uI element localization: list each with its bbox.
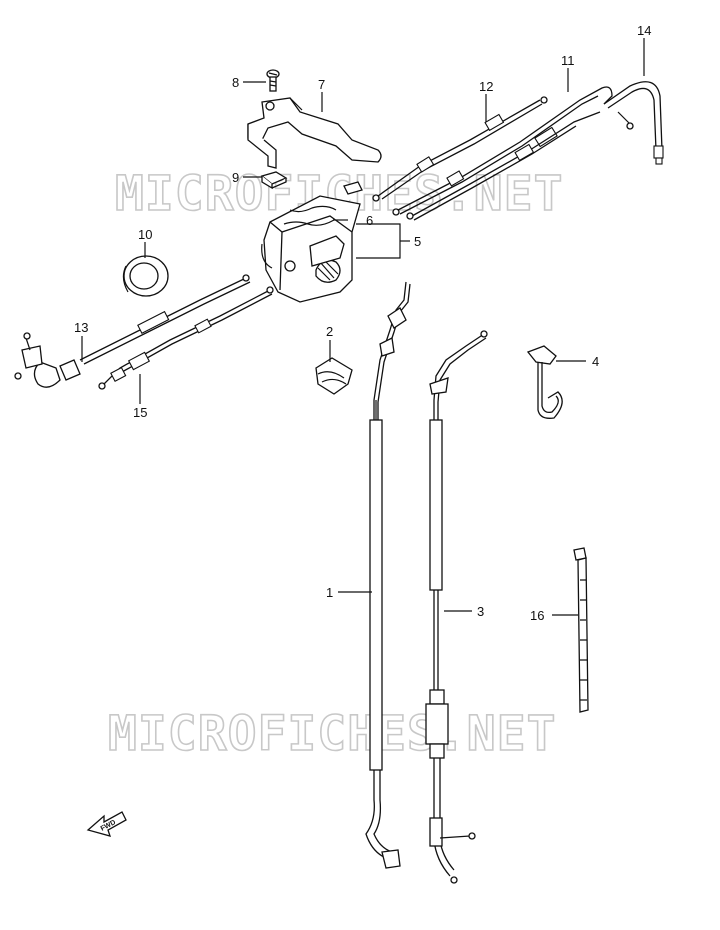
forward-direction-arrow-icon: FWD (86, 811, 127, 837)
hook-bracket-part-4 (526, 345, 563, 419)
part-number-15: 15 (133, 405, 147, 420)
part-number-10: 10 (138, 227, 152, 242)
cable-part-15 (98, 286, 274, 390)
part-number-9: 9 (232, 170, 239, 185)
watermark-bottom: MICROFICHES.NET (108, 706, 556, 762)
leader-lines (81, 38, 645, 616)
clip-part-9 (260, 171, 288, 190)
cable-part-11 (392, 86, 613, 216)
cable-part-14 (603, 81, 664, 165)
cable-part-1 (365, 281, 411, 869)
part-number-11: 11 (561, 53, 575, 68)
cable-part-13 (14, 274, 251, 388)
part-number-16: 16 (530, 608, 544, 623)
cable-pair-lower (406, 111, 601, 221)
cable-part-3 (425, 330, 488, 884)
watermark-top: MICROFICHES.NET (115, 166, 563, 222)
part-number-7: 7 (318, 77, 325, 92)
part-number-1: 1 (326, 585, 333, 600)
screw-part-8 (266, 69, 280, 92)
cable-tie-part-16 (573, 547, 589, 713)
part-number-3: 3 (477, 604, 484, 619)
part-number-2: 2 (326, 324, 333, 339)
cable-part-12 (372, 96, 548, 202)
part-number-13: 13 (74, 320, 88, 335)
part-number-5: 5 (414, 234, 421, 249)
part-number-12: 12 (479, 79, 493, 94)
grommet-part-2 (315, 357, 353, 395)
bracket-part-7 (247, 97, 382, 169)
cap-part-6 (343, 181, 363, 195)
part-number-14: 14 (637, 23, 651, 38)
part-number-6: 6 (366, 213, 373, 228)
seal-ring-part-10 (122, 255, 169, 297)
throttle-case-part-5 (261, 195, 361, 303)
part-number-8: 8 (232, 75, 239, 90)
part-number-4: 4 (592, 354, 599, 369)
